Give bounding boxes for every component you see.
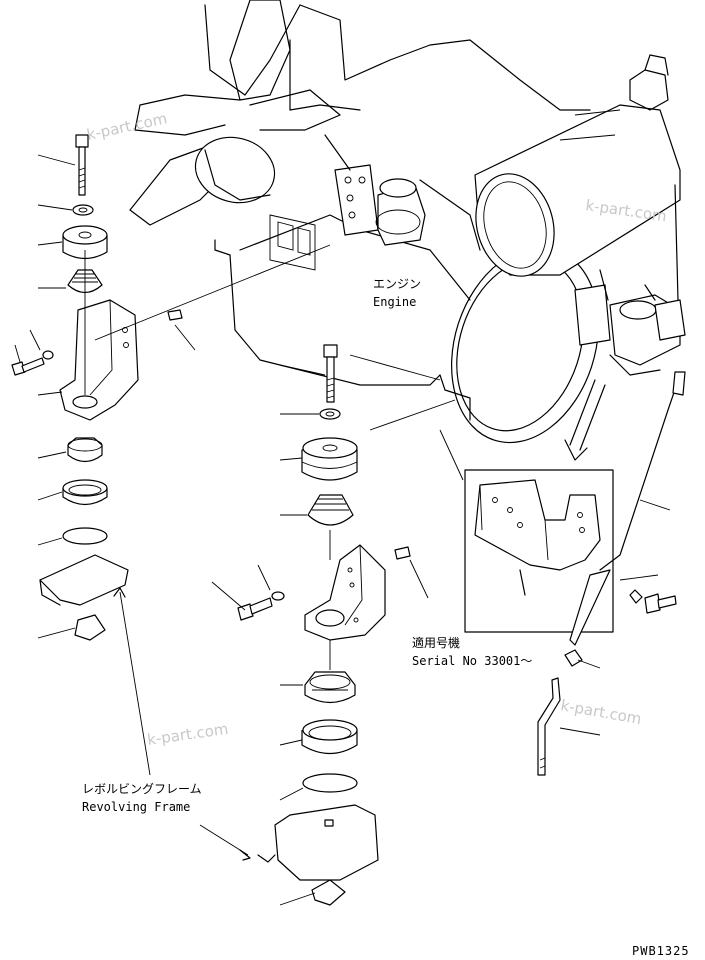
right-side-parts: [537, 371, 686, 776]
muffler: [474, 54, 681, 277]
leader-lines: [14, 154, 671, 906]
engine-front-bracket: [324, 134, 426, 246]
engine-block: [204, 4, 599, 444]
engine-label-en: Engine: [373, 295, 416, 309]
serial-label-en: Serial No 33001～: [412, 654, 532, 668]
revolving-frame-label-jp: レボルビングフレーム: [82, 782, 202, 796]
fan: [129, 0, 341, 226]
drawing-code: PWB1325: [632, 944, 690, 958]
engine-label-jp: エンジン: [373, 277, 421, 291]
serial-label-jp: 適用号機: [412, 635, 460, 650]
watermark-3: k-part.com: [146, 720, 229, 749]
center-mount-stack: [237, 344, 411, 906]
serial-inset: [464, 469, 614, 633]
revolving-frame-label-en: Revolving Frame: [82, 800, 190, 814]
watermark-1: k-part.com: [85, 109, 169, 144]
watermark-4: k-part.com: [559, 696, 643, 728]
engine-rear-bracket: [574, 184, 686, 376]
left-mount-stack: [11, 134, 183, 641]
